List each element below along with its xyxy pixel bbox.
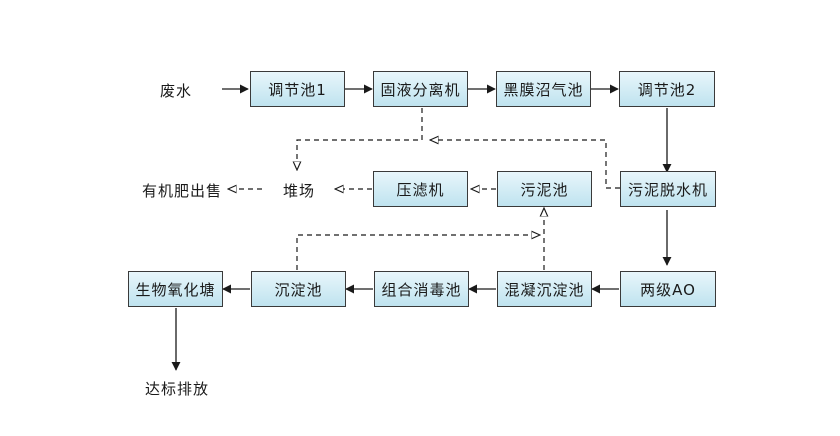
node-filter-press: 压滤机 (373, 171, 468, 207)
node-sedimentation-tank: 沉淀池 (251, 271, 346, 307)
edge-separator-to-yard (297, 108, 423, 170)
label-organic-fertilizer-sale: 有机肥出售 (142, 182, 223, 200)
node-solid-liquid-separator: 固液分离机 (373, 71, 468, 107)
node-sludge-dewatering-machine: 污泥脱水机 (620, 171, 716, 207)
label-stacking-yard: 堆场 (283, 182, 316, 200)
node-regulating-tank-2: 调节池2 (619, 71, 715, 107)
edge-sedimentation-to-sludge-tank (296, 235, 540, 270)
node-coagulation-sedimentation-tank: 混凝沉淀池 (497, 271, 592, 307)
edge-dewatering-return-to-separator (430, 140, 620, 189)
node-black-film-biogas-tank: 黑膜沼气池 (496, 71, 591, 107)
node-regulating-tank-1: 调节池1 (250, 71, 345, 107)
node-sludge-tank: 污泥池 (497, 171, 592, 207)
label-discharge-up-to-standard: 达标排放 (145, 380, 210, 398)
node-two-stage-ao: 两级AO (620, 271, 716, 307)
node-biological-oxidation-pond: 生物氧化塘 (128, 271, 223, 307)
label-wastewater: 废水 (160, 82, 193, 100)
node-combined-disinfection-tank: 组合消毒池 (374, 271, 469, 307)
